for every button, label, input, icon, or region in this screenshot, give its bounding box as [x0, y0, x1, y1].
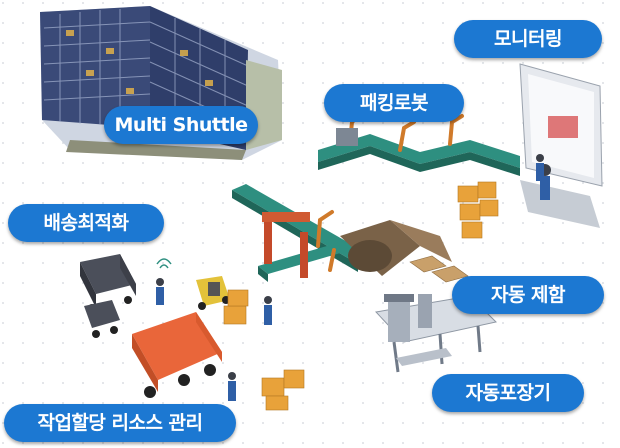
label-delivery-optimization: 배송최적화	[8, 204, 164, 242]
label-auto-boxing: 자동 제함	[452, 276, 604, 314]
label-task-allocation: 작업할당 리소스 관리	[4, 404, 236, 442]
delivery-trucks-image	[80, 254, 305, 411]
label-monitoring: 모니터링	[454, 20, 602, 58]
monitoring-station-image	[519, 63, 603, 228]
packing-robot-line-image	[318, 112, 544, 239]
central-conveyor-image	[232, 184, 469, 283]
label-multi-shuttle: Multi Shuttle	[104, 106, 258, 144]
label-packing-robot: 패킹로봇	[324, 84, 464, 122]
label-auto-packer: 자동포장기	[432, 374, 584, 412]
